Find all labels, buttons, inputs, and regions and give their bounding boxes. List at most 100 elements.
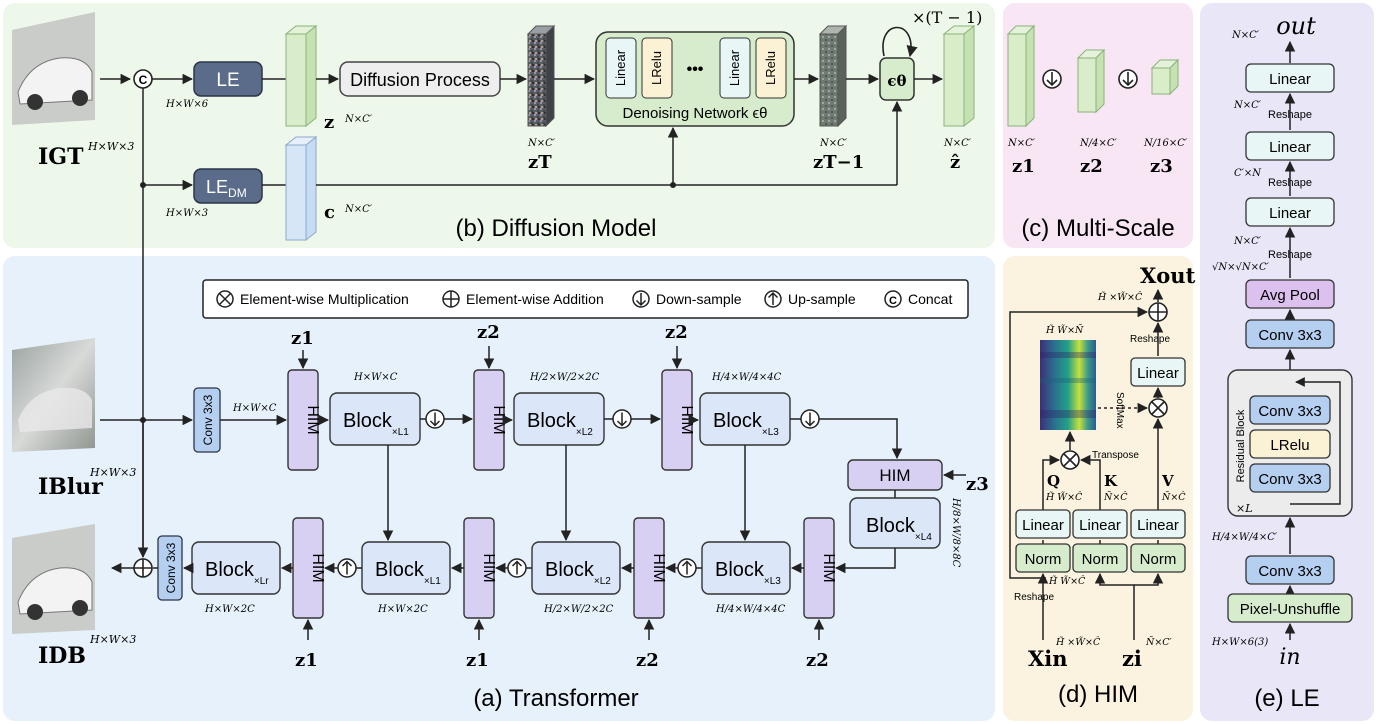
le-pixel-unshuffle-label: Pixel-Unshuffle <box>1240 601 1341 618</box>
mult-icon <box>216 290 234 308</box>
le-linear-3 <box>1245 63 1335 93</box>
denoise-lrelu-1 <box>641 37 673 99</box>
ms-z3-tensor <box>1150 58 1180 96</box>
him-dec-1-label: HIM <box>309 553 326 582</box>
eps-label: ϵθ <box>887 72 906 90</box>
panel-a-background <box>3 256 995 721</box>
block-dec-1-label: Block×L1 <box>375 559 441 587</box>
him-norm-k <box>1072 543 1128 573</box>
him-enc-3-z: z2 <box>665 322 688 343</box>
zhat-dim: N×C′ <box>943 138 972 149</box>
him-norm-dim: H̃ W̃×Ĉ <box>1048 575 1086 587</box>
block-dec-3-label: Block×L3 <box>715 559 781 587</box>
panel-c-title: (c) Multi-Scale <box>1021 215 1174 242</box>
zt-dim: N×C′ <box>527 138 556 149</box>
him-linear-q-label: Linear <box>1022 517 1064 534</box>
him-zi-dim: Ñ×C′ <box>1145 636 1173 648</box>
him-q-dim: H̃ W̃×Ĉ <box>1045 491 1083 503</box>
him-norm-q-label: Norm <box>1025 551 1062 568</box>
block-dec-2-dim: H/2×W/2×2C <box>543 604 614 615</box>
him-bottleneck-label: HIM <box>879 466 910 485</box>
him-dec-4-z: z2 <box>806 650 829 671</box>
le-pixel-unshuffle <box>1227 593 1353 623</box>
him-enc-1-z: z1 <box>291 328 314 349</box>
legend-add: Element-wise Addition <box>466 291 604 307</box>
z-tensor <box>284 24 318 128</box>
le-dim-2: C′×N <box>1234 168 1262 179</box>
deblur-image <box>12 524 95 634</box>
le-res-conv-1 <box>1249 395 1331 425</box>
denoising-network-label: Denoising Network ϵθ <box>622 105 767 122</box>
i-blur-dim: H×W×3 <box>89 466 136 479</box>
denoise-lrelu-2 <box>755 37 787 99</box>
him-dec-3-z: z2 <box>636 650 659 671</box>
le-avgpool-label: Avg Pool <box>1260 287 1320 304</box>
le-linear-2-label: Linear <box>1269 139 1311 156</box>
block-dec-3-dim: H/4×W/4×4C <box>715 604 786 615</box>
him-linear-out <box>1130 357 1186 387</box>
ms-z3-dim: N/16×C′ <box>1143 138 1188 149</box>
block-enc-3-label: Block×L3 <box>713 410 779 438</box>
le-conv-top <box>1245 319 1335 349</box>
panel-e-title: (e) LE <box>1254 685 1319 712</box>
denoise-lrelu-2-label: LRelu <box>763 51 778 85</box>
him-linear-k <box>1072 509 1128 539</box>
svg-text:C: C <box>889 295 897 307</box>
conv-out-dim: H×W×C <box>232 403 277 414</box>
le-linear-1 <box>1245 197 1335 227</box>
c-dim: N×C′ <box>344 204 373 215</box>
denoise-dots: ••• <box>687 61 704 78</box>
le-dim-3: N×C′ <box>1233 236 1262 247</box>
le-label: LE <box>216 70 239 91</box>
conv-in-label: Conv 3x3 <box>201 394 215 445</box>
him-softmax-label: SoftMax <box>1114 392 1125 429</box>
le-dim-1: N×C′ <box>1233 100 1262 111</box>
block-enc-2-label: Block×L2 <box>527 410 593 438</box>
le-dm-box <box>193 168 263 204</box>
him-v-dim: Ñ×Ĉ <box>1161 491 1186 503</box>
ms-z2-dim: N/4×C′ <box>1079 138 1118 149</box>
concat-legend-icon: C <box>884 290 902 308</box>
him-dec-4-label: HIM <box>820 553 837 582</box>
c-label: c <box>324 202 335 223</box>
him-reshape-bottom: Reshape <box>1014 592 1054 603</box>
le-conv-bottom <box>1245 555 1335 585</box>
him-linear-v <box>1130 509 1186 539</box>
down-icon <box>632 290 650 308</box>
panel-a-title: (a) Transformer <box>473 685 638 712</box>
i-gt-label: IGT <box>38 144 84 170</box>
zt1-tensor <box>818 24 848 128</box>
le-res-conv-2 <box>1249 463 1331 493</box>
zt1-dim: N×C′ <box>819 138 848 149</box>
le-linear-3-label: Linear <box>1269 71 1311 88</box>
conv-out-label: Conv 3x3 <box>164 542 178 593</box>
le-dm-in-dim: H×W×3 <box>165 208 208 219</box>
blur-image <box>12 338 95 452</box>
zhat-tensor <box>942 24 976 128</box>
legend-up: Up-sample <box>788 291 856 307</box>
le-in-label: in <box>1279 645 1300 670</box>
le-in-dim: H×W×6(3) <box>1211 637 1268 648</box>
denoise-linear-1 <box>605 37 637 99</box>
denoise-lrelu-1-label: LRelu <box>649 51 664 85</box>
le-residual-label: Residual Block <box>1235 409 1247 482</box>
legend-down: Down-sample <box>656 291 742 307</box>
denoise-linear-2-label: Linear <box>727 49 742 86</box>
him-linear-out-label: Linear <box>1137 365 1179 382</box>
him-linear-q <box>1015 509 1071 539</box>
him-dec-2-label: HIM <box>480 553 497 582</box>
ms-z2-label: z2 <box>1080 156 1103 177</box>
him-bottleneck-z: z3 <box>966 474 989 495</box>
z-dim: N×C′ <box>344 114 373 125</box>
ms-z1-tensor <box>1006 24 1036 128</box>
le-res-lrelu <box>1249 429 1331 459</box>
him-enc-3-label: HIM <box>678 405 695 434</box>
panel-e-background <box>1200 3 1374 721</box>
le-residual-xl: ×L <box>1236 502 1253 515</box>
le-in-dim: H×W×6 <box>165 99 209 110</box>
le-dm-sub: DM <box>228 186 247 200</box>
panel-c-background <box>1003 3 1193 248</box>
le-linear-2 <box>1245 131 1335 161</box>
block-dec-2-label: Block×L2 <box>545 559 611 587</box>
him-dec-3-label: HIM <box>650 553 667 582</box>
